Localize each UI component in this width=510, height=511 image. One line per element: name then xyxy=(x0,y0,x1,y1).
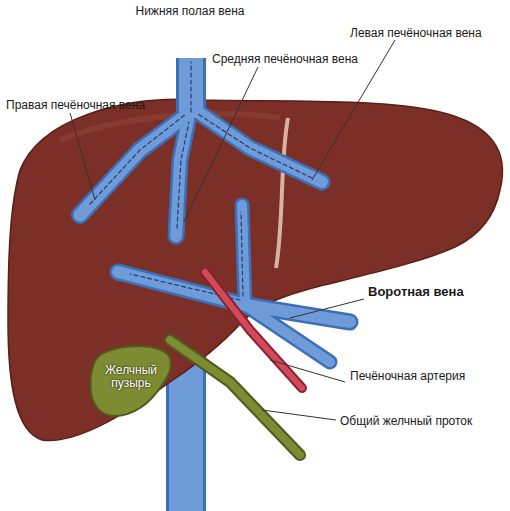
hepatic-vein-label: Правая печёночная вена xyxy=(6,98,145,112)
liver xyxy=(8,99,503,440)
organ-label: Желчный пузырь xyxy=(88,364,174,390)
hepatic-vein-label: Средняя печёночная вена xyxy=(212,52,358,66)
vena-cava-label: Нижняя полая вена xyxy=(136,4,245,18)
artery-label: Печёночная артерия xyxy=(350,369,465,383)
bile-duct-label: Общий желчный проток xyxy=(340,414,472,428)
portal-vein xyxy=(118,205,350,362)
gallbladder: Желчный пузырь xyxy=(88,343,174,419)
hepatic-artery xyxy=(205,272,302,388)
hepatic-vein-label: Левая печёночная вена xyxy=(350,26,482,40)
hepatic-artery-fill xyxy=(205,272,302,388)
portal-vein-label: Воротная вена xyxy=(368,285,464,299)
falciform-ligament xyxy=(276,118,288,268)
leader-lines xyxy=(70,40,395,420)
hepatic-veins xyxy=(80,58,322,236)
